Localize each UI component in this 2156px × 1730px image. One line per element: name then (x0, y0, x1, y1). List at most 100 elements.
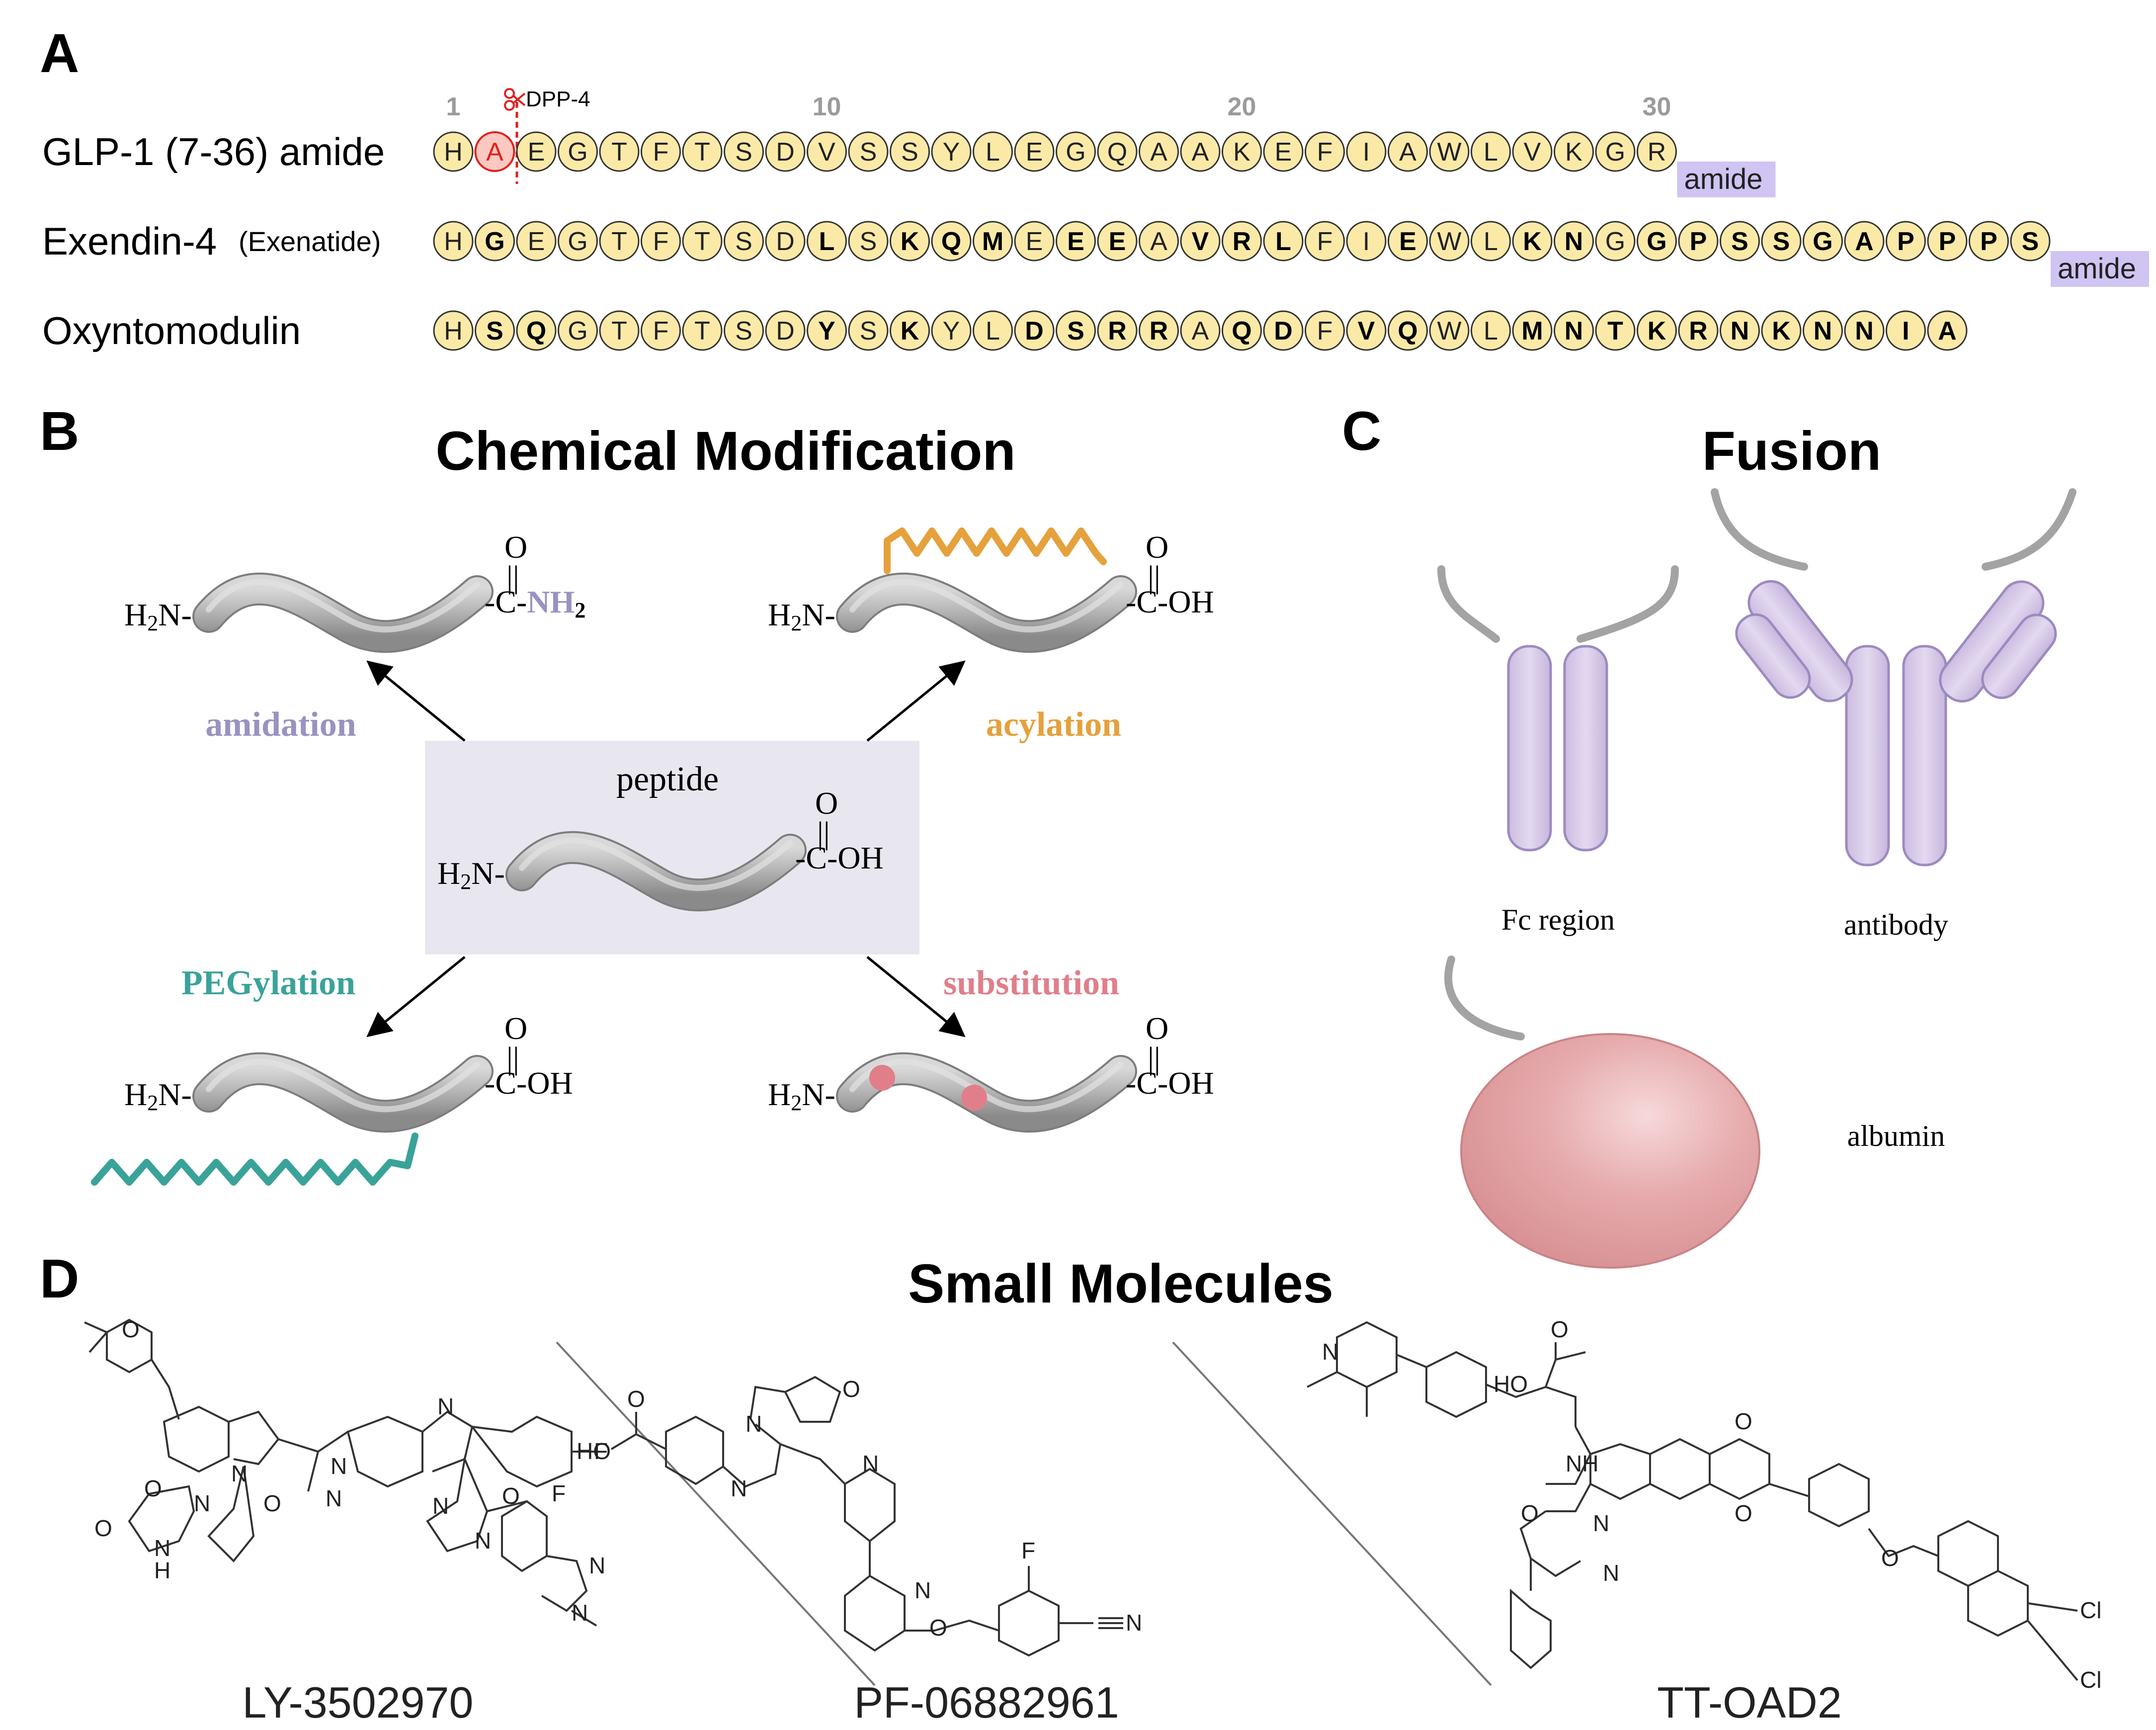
peptide-name-suffix: (Exenatide) (239, 226, 381, 257)
fc-peptide-tail-left (1437, 565, 1500, 643)
residue-circle (848, 310, 889, 351)
residue-letter: P (1980, 227, 1997, 256)
atom-label: Cl (2080, 1667, 2101, 1693)
residue-letter: S (735, 138, 752, 167)
residue-circle (1388, 131, 1428, 172)
n-terminus: H2N- (768, 597, 835, 635)
residue-circle (1720, 221, 1760, 261)
carbonyl-double-bond: || (506, 559, 519, 595)
residue-letter: P (1939, 227, 1956, 256)
residue-letter: K (1565, 138, 1582, 167)
antibody: antibody (1711, 488, 2076, 941)
residue-letter: H (444, 227, 463, 256)
residue-letter: G (1813, 227, 1832, 256)
residue-circle (682, 221, 723, 261)
residue-circle (1180, 221, 1221, 261)
residue-circle (1969, 221, 2009, 261)
peptide-name: Exendin-4 (42, 219, 217, 263)
atom-label: O (1521, 1500, 1539, 1526)
residue-letter: G (1066, 138, 1085, 167)
arrow-to-acylation (866, 660, 966, 742)
residue-circle (1637, 221, 1677, 261)
residue-letter: G (485, 227, 504, 256)
residue-letter: D (776, 317, 795, 346)
residue-circle (1886, 221, 1926, 261)
n-term-sub: 2 (791, 1091, 802, 1115)
n-term-h: H (768, 1077, 791, 1112)
antibody-peptide-tail-left (1711, 488, 1808, 571)
atom-label: O (144, 1475, 162, 1501)
residue-circle (765, 221, 806, 261)
atom-label: O (1735, 1500, 1752, 1526)
atom-label: N (914, 1577, 931, 1603)
residue-letter: I (1363, 138, 1370, 167)
residue-circle (1595, 310, 1636, 351)
residue-letter: D (776, 138, 795, 167)
residue-letter: W (1437, 227, 1461, 256)
n-term-n: N- (802, 597, 835, 632)
residue-letter: K (1523, 227, 1542, 256)
peptide-label: peptide (616, 760, 719, 798)
residue-letter: Q (1232, 317, 1251, 346)
residue-circle (1886, 310, 1926, 351)
position-number: 20 (1228, 92, 1256, 121)
residue-circle (1761, 221, 1802, 261)
peptide-name: Oxyntomodulin (42, 309, 301, 352)
residue-circle (641, 310, 681, 351)
residue-letter: E (1026, 227, 1043, 256)
residue-circle (1637, 131, 1677, 172)
residue-letter: Q (941, 227, 961, 256)
residue-circle (1844, 221, 1885, 261)
residue-letter: T (694, 317, 710, 346)
c-terminus-acid: -C-OH (795, 840, 884, 875)
residue-letter: S (2022, 227, 2039, 256)
residue-circle (475, 221, 515, 261)
residue-letter: F (1317, 317, 1333, 346)
residue-letter: P (1897, 227, 1914, 256)
residue-letter: F (653, 138, 669, 167)
residue-letter: K (1648, 317, 1666, 346)
n-term-h: H (124, 597, 147, 632)
atom-label: N (154, 1535, 170, 1561)
n-term-h: H (124, 1077, 147, 1112)
residue-letter: A (486, 138, 503, 167)
residue-circle (516, 310, 557, 351)
residue-letter: S (1067, 317, 1084, 346)
residue-circle (433, 310, 474, 351)
residue-circle (1056, 131, 1096, 172)
panel-c-title: Fusion (1702, 421, 1882, 482)
residue-letter: D (776, 227, 795, 256)
residue-circle (1180, 310, 1221, 351)
residue-circle (1512, 221, 1553, 261)
position-number: 30 (1643, 92, 1671, 121)
residue-circle (765, 310, 806, 351)
residue-circle (1222, 131, 1262, 172)
residue-circle (433, 131, 474, 172)
residue-letter: R (1150, 317, 1168, 346)
residue-letter: D (1274, 317, 1293, 346)
residue-letter: W (1437, 138, 1461, 167)
residue-circle (1471, 131, 1511, 172)
residue-circle (848, 221, 889, 261)
atom-label: N (589, 1553, 605, 1578)
fc-region-label: Fc region (1501, 903, 1615, 936)
n-term-sub: 2 (791, 611, 802, 635)
residue-circle (848, 131, 889, 172)
residue-letter: R (1233, 227, 1251, 256)
fc-peptide-tail-right (1576, 565, 1679, 643)
residue-circle (1139, 310, 1179, 351)
residue-letter: V (1524, 138, 1541, 167)
n-terminus: H2N- (124, 1077, 192, 1115)
n-term-n: N- (158, 597, 192, 632)
residue-circle (1222, 310, 1262, 351)
residue-letter: E (528, 138, 545, 167)
panel-c: C Fusion Fc region antibody albumin (1342, 401, 2076, 1269)
atom-label: O (1881, 1545, 1899, 1571)
residue-letter: F (653, 227, 669, 256)
panel-a-letter: A (40, 23, 79, 84)
residue-circle (931, 131, 972, 172)
